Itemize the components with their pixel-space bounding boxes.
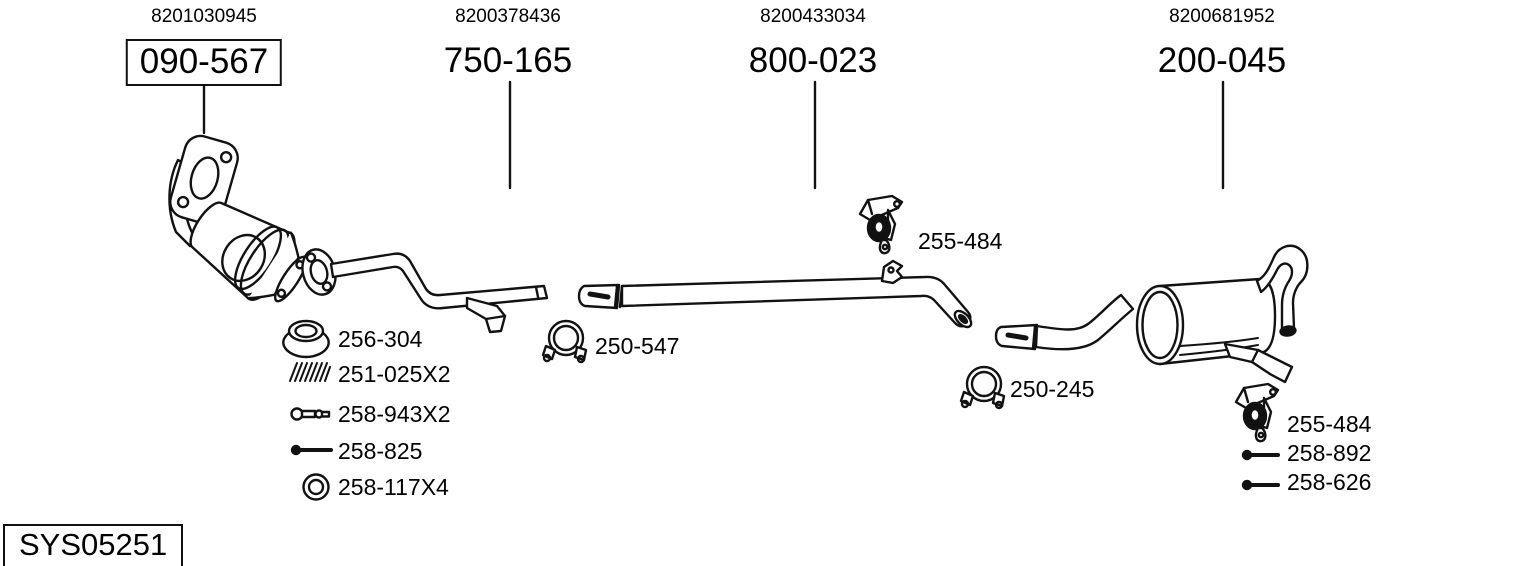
part-label-bolt-long: 258-825 [338, 438, 423, 464]
part-label-bolt-892: 258-892 [1287, 440, 1372, 466]
clamp-icon [541, 319, 588, 364]
system-code: SYS05251 [3, 524, 184, 566]
part-label-rear-clamp: 250-245 [1010, 376, 1095, 402]
part-label-bolt-626: 258-626 [1287, 469, 1372, 495]
oem-number-2: 8200378436 [455, 6, 561, 27]
oem-number-4: 8200681952 [1169, 6, 1275, 27]
part-label-spring: 251-025X2 [338, 361, 451, 387]
front-pipe-drawing [301, 248, 549, 334]
part-number-front-pipe: 750-165 [443, 41, 573, 80]
clamp-icon [959, 365, 1006, 410]
catalytic-converter-drawing [168, 134, 308, 303]
leader-lines [202, 78, 1225, 190]
washer-icon [302, 473, 330, 501]
part-label-bolt-short: 258-943X2 [338, 401, 451, 427]
hanger-icon [1234, 382, 1280, 443]
part-label-washer: 258-117X4 [338, 474, 449, 500]
part-label-gasket-ring: 256-304 [338, 326, 423, 352]
oem-number-1: 8201030945 [151, 6, 257, 27]
oem-number-3: 8200433034 [760, 6, 866, 27]
hanger-icon [858, 194, 904, 255]
centre-pipe-drawing [577, 259, 973, 329]
bolt-long-icon [1241, 479, 1280, 491]
part-number-centre-pipe: 800-023 [748, 41, 878, 80]
bolt-short-icon [290, 407, 331, 421]
part-label-mid-clamp: 250-547 [595, 333, 680, 359]
rear-silencer-drawing [994, 244, 1309, 384]
part-number-catalytic-converter: 090-567 [125, 39, 283, 86]
bolt-long-icon [1241, 449, 1280, 461]
part-number-rear-silencer: 200-045 [1157, 41, 1287, 80]
part-label-rear-hanger: 255-484 [1287, 411, 1372, 437]
gasket-ring-icon [282, 319, 330, 359]
part-label-top-hanger: 255-484 [918, 228, 1003, 254]
bolt-long-icon [290, 444, 333, 456]
spring-icon [289, 362, 331, 382]
